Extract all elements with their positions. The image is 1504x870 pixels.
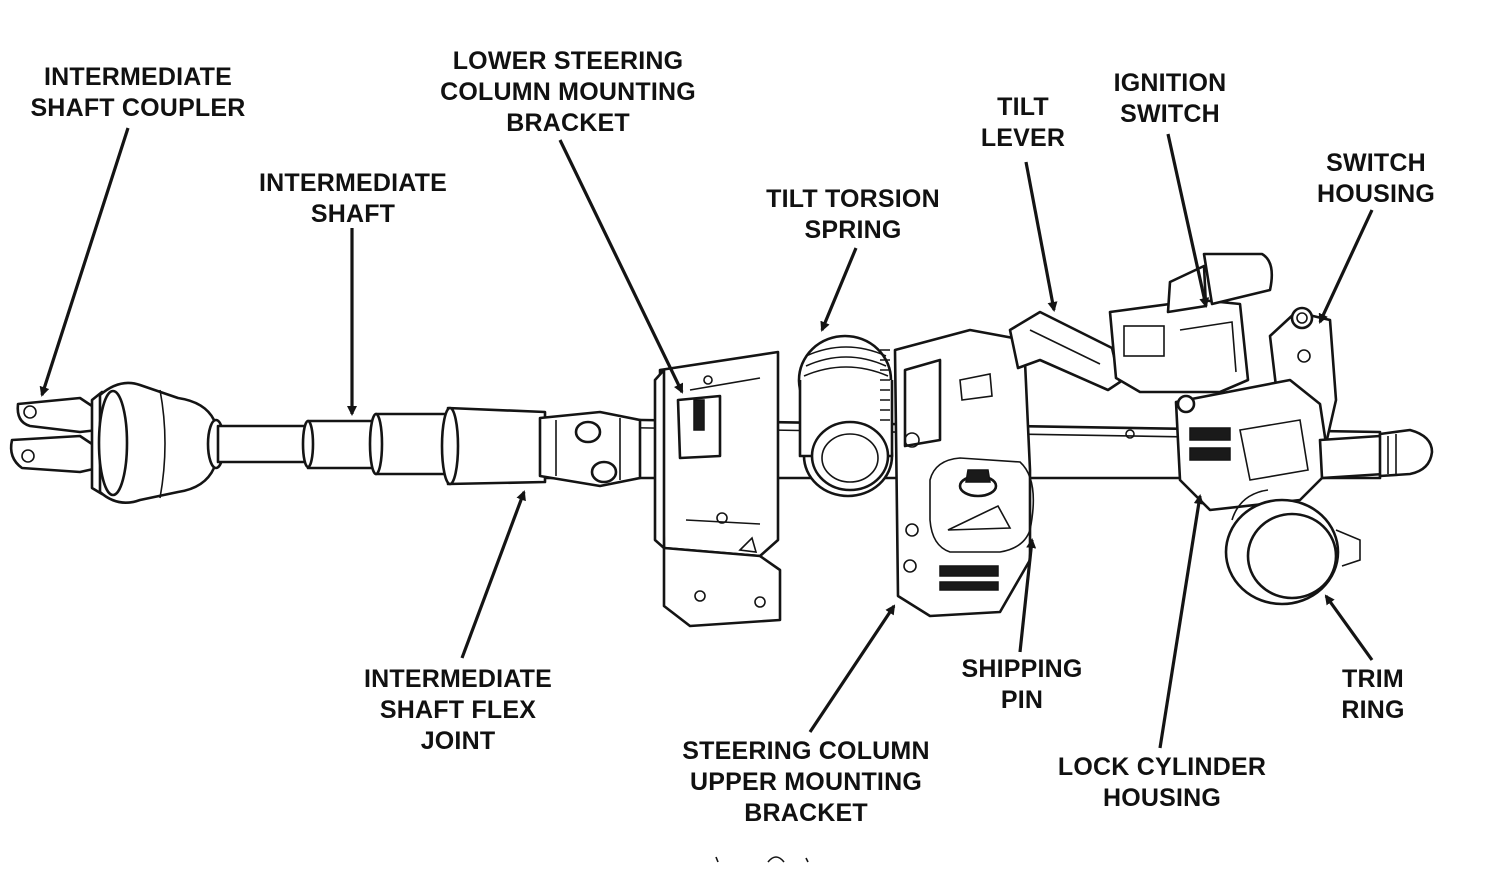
arrow-shipping-pin [1018, 538, 1037, 653]
leader-lines [39, 127, 1374, 749]
label-shipping-pin: SHIPPING PIN [961, 655, 1083, 714]
tilt-lever-part [1008, 310, 1122, 392]
lock-cylinder-housing-part [1174, 378, 1434, 512]
arrow-lower-bracket [558, 139, 684, 394]
arrow-trim-ring [1324, 594, 1374, 661]
label-upper-mounting-bracket: STEERING COLUMN UPPER MOUNTING BRACKET [682, 737, 930, 827]
label-intermediate-shaft-coupler: INTERMEDIATE SHAFT COUPLER [30, 63, 246, 122]
coupler-boot [97, 381, 226, 504]
arrow-upper-bracket [808, 604, 896, 733]
flex-joint-part [538, 410, 642, 488]
upper-bracket-part [893, 328, 1035, 618]
ignition-switch-part [1108, 252, 1274, 394]
intermediate-shaft-coupler-part [9, 390, 104, 496]
arrow-ignition-switch [1166, 133, 1210, 308]
tilt-torsion-spring-part [797, 334, 894, 498]
trim-ring-part [1224, 489, 1361, 606]
arrow-lock-cylinder [1158, 494, 1204, 749]
arrow-tilt-spring [820, 247, 858, 332]
arrow-coupler [39, 127, 130, 397]
arrow-tilt-lever [1024, 161, 1058, 312]
label-tilt-torsion-spring: TILT TORSION SPRING [766, 185, 940, 244]
label-intermediate-shaft: INTERMEDIATE SHAFT [258, 169, 448, 228]
label-switch-housing: SWITCH HOUSING [1316, 149, 1436, 208]
intermediate-shaft-part [216, 406, 547, 486]
label-ignition-switch: IGNITION SWITCH [1113, 69, 1227, 128]
label-trim-ring: TRIM RING [1341, 665, 1405, 724]
label-lower-mounting-bracket: LOWER STEERING COLUMN MOUNTING BRACKET [440, 47, 696, 137]
label-lock-cylinder-housing: LOCK CYLINDER HOUSING [1057, 753, 1267, 812]
arrow-flex-joint [460, 490, 526, 659]
lower-bracket-part [653, 350, 782, 628]
label-intermediate-shaft-flex-joint: INTERMEDIATE SHAFT FLEX JOINT [363, 665, 553, 755]
scan-marks [715, 856, 809, 863]
label-tilt-lever: TILT LEVER [980, 93, 1066, 152]
arrow-switch-housing [1318, 209, 1374, 324]
